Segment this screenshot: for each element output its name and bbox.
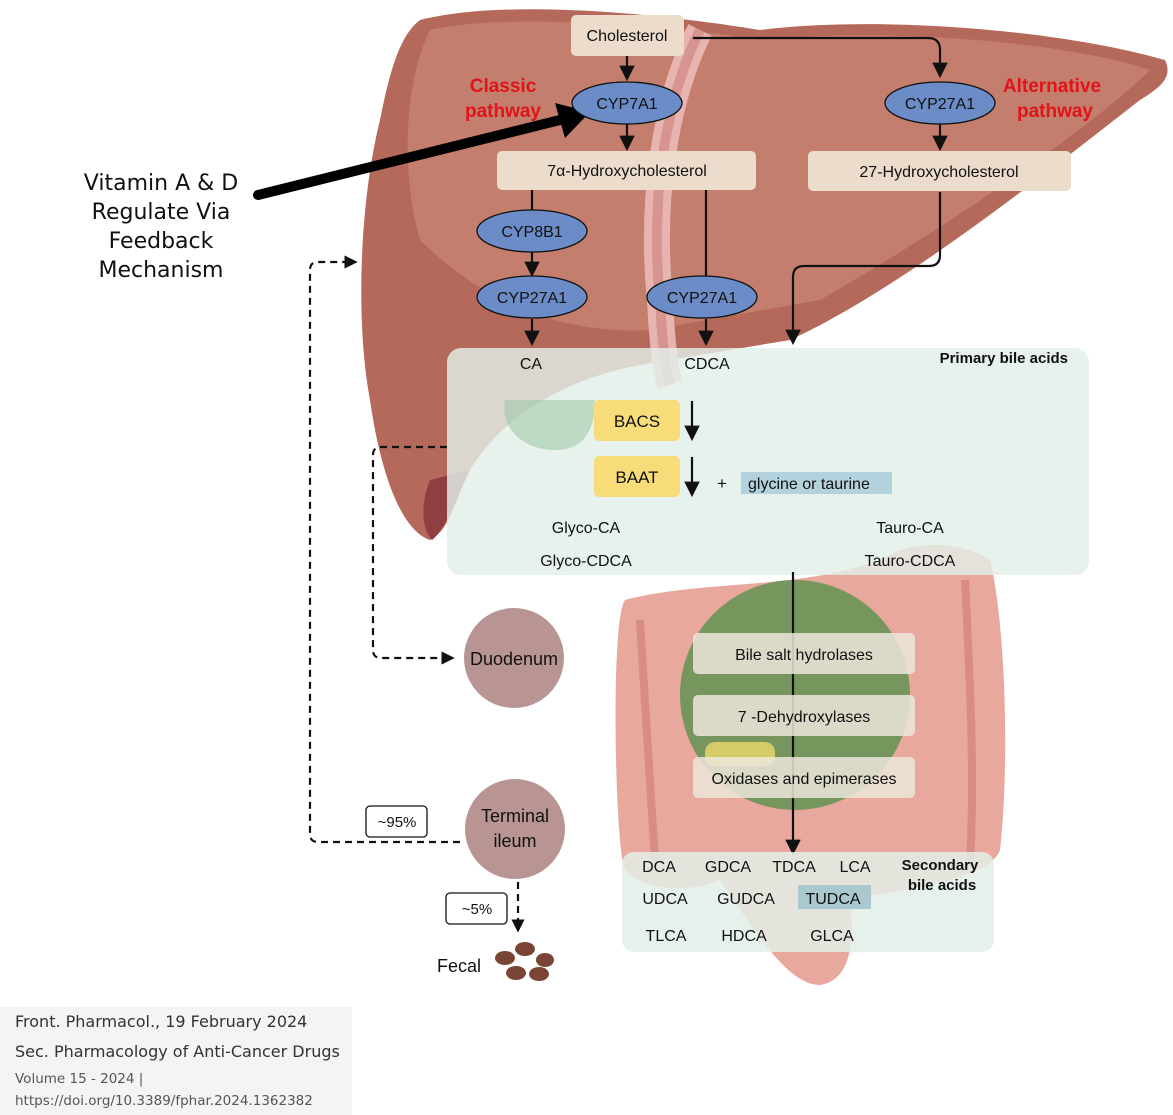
terminal-ileum-node: Terminal ileum — [465, 779, 565, 879]
cyp27a1-ca-label: CYP27A1 — [497, 290, 567, 307]
excreted-percent-label: ~5% — [462, 901, 492, 918]
reabsorbed-percent-box: ~95% — [365, 805, 428, 838]
cyp7a1-label: CYP7A1 — [596, 96, 657, 113]
cholesterol-node: Cholesterol — [571, 15, 684, 56]
volume-info: Volume 15 - 2024 | — [15, 1071, 144, 1087]
plus-sign: + — [717, 474, 727, 493]
terminal-ileum-line1: Terminal — [481, 806, 549, 826]
feces-icon — [495, 942, 554, 981]
bacs-label: BACS — [614, 412, 660, 431]
cyp27a1-alt-enzyme: CYP27A1 — [884, 81, 996, 125]
cyp7a1-enzyme: CYP7A1 — [571, 81, 683, 125]
bacs-enzyme: BACS — [594, 400, 680, 441]
vitamin-annotation-line3: Feedback — [109, 229, 214, 254]
classic-pathway-line2: pathway — [465, 101, 541, 122]
secondary-title-line1: Secondary — [902, 857, 979, 874]
hydroxy7a-node: 7α-Hydroxycholesterol — [497, 151, 756, 190]
reabsorbed-percent-label: ~95% — [378, 814, 417, 831]
gallbladder-illustration — [504, 400, 595, 450]
secondary-acid: LCA — [839, 859, 870, 876]
cyp8b1-enzyme: CYP8B1 — [476, 209, 588, 253]
cholesterol-label: Cholesterol — [587, 28, 668, 45]
secondary-acid: GUDCA — [717, 891, 775, 908]
excreted-percent-box: ~5% — [445, 892, 508, 925]
tauro-ca-label: Tauro-CA — [876, 520, 944, 537]
enterohepatic-circulation — [308, 255, 525, 933]
cyp27a1-cdca-label: CYP27A1 — [667, 290, 737, 307]
ca-label: CA — [520, 356, 543, 373]
oxidases-epimerases-label: Oxidases and epimerases — [712, 771, 897, 788]
bile-salt-hydrolases-label: Bile salt hydrolases — [735, 647, 873, 664]
dehydroxylases-label: 7 -Dehydroxylases — [738, 709, 871, 726]
glycine-taurine-label: glycine or taurine — [748, 476, 870, 493]
duodenum-node: Duodenum — [464, 608, 564, 708]
hydroxy27-node: 27-Hydroxycholesterol — [808, 151, 1071, 191]
primary-bile-acids-panel — [447, 348, 1089, 575]
classic-pathway-line1: Classic — [470, 76, 537, 97]
secondary-acid-highlighted: TUDCA — [805, 891, 860, 908]
baat-label: BAAT — [615, 468, 658, 487]
vitamin-annotation-line1: Vitamin A & D — [84, 171, 238, 196]
baat-enzyme: BAAT — [594, 456, 680, 497]
dehydroxylases-box: 7 -Dehydroxylases — [693, 695, 915, 736]
cyp27a1-ca-enzyme: CYP27A1 — [476, 275, 588, 319]
secondary-acid: UDCA — [642, 891, 688, 908]
cyp27a1-alt-label: CYP27A1 — [905, 96, 975, 113]
oxidases-epimerases-box: Oxidases and epimerases — [693, 757, 915, 798]
alternative-pathway-line1: Alternative — [1003, 76, 1101, 97]
journal-date: Front. Pharmacol., 19 February 2024 — [15, 1012, 308, 1031]
secondary-acid: HDCA — [721, 928, 767, 945]
secondary-acid: DCA — [642, 859, 676, 876]
doi-link[interactable]: https://doi.org/10.3389/fphar.2024.13623… — [15, 1093, 313, 1109]
secondary-acid: GLCA — [810, 928, 854, 945]
tauro-cdca-label: Tauro-CDCA — [865, 553, 956, 570]
tudca-highlight — [798, 885, 871, 909]
glyco-cdca-label: Glyco-CDCA — [540, 553, 632, 570]
terminal-ileum-line2: ileum — [493, 831, 536, 851]
primary-bile-acids-title: Primary bile acids — [940, 350, 1068, 367]
citation-block: Front. Pharmacol., 19 February 2024 Sec.… — [0, 1007, 352, 1115]
secondary-acid: TDCA — [772, 859, 816, 876]
cyp8b1-label: CYP8B1 — [501, 224, 562, 241]
secondary-acid: GDCA — [705, 859, 752, 876]
hydroxy7a-label: 7α-Hydroxycholesterol — [547, 163, 707, 180]
secondary-title-line2: bile acids — [908, 877, 976, 894]
vitamin-regulation-arrow — [253, 115, 565, 200]
vitamin-annotation-line4: Mechanism — [99, 258, 224, 283]
bile-salt-hydrolases-box: Bile salt hydrolases — [693, 633, 915, 674]
glyco-ca-label: Glyco-CA — [552, 520, 621, 537]
secondary-acid: TLCA — [646, 928, 687, 945]
alternative-pathway-line2: pathway — [1017, 101, 1093, 122]
glycine-taurine-box: glycine or taurine — [741, 472, 892, 494]
hydroxy27-label: 27-Hydroxycholesterol — [859, 164, 1018, 181]
vitamin-annotation-line2: Regulate Via — [92, 200, 231, 225]
cyp27a1-cdca-enzyme: CYP27A1 — [646, 275, 758, 319]
duodenum-label: Duodenum — [470, 649, 558, 669]
fecal-label: Fecal — [437, 956, 481, 976]
journal-section[interactable]: Sec. Pharmacology of Anti-Cancer Drugs — [15, 1042, 340, 1061]
cdca-label: CDCA — [684, 356, 730, 373]
